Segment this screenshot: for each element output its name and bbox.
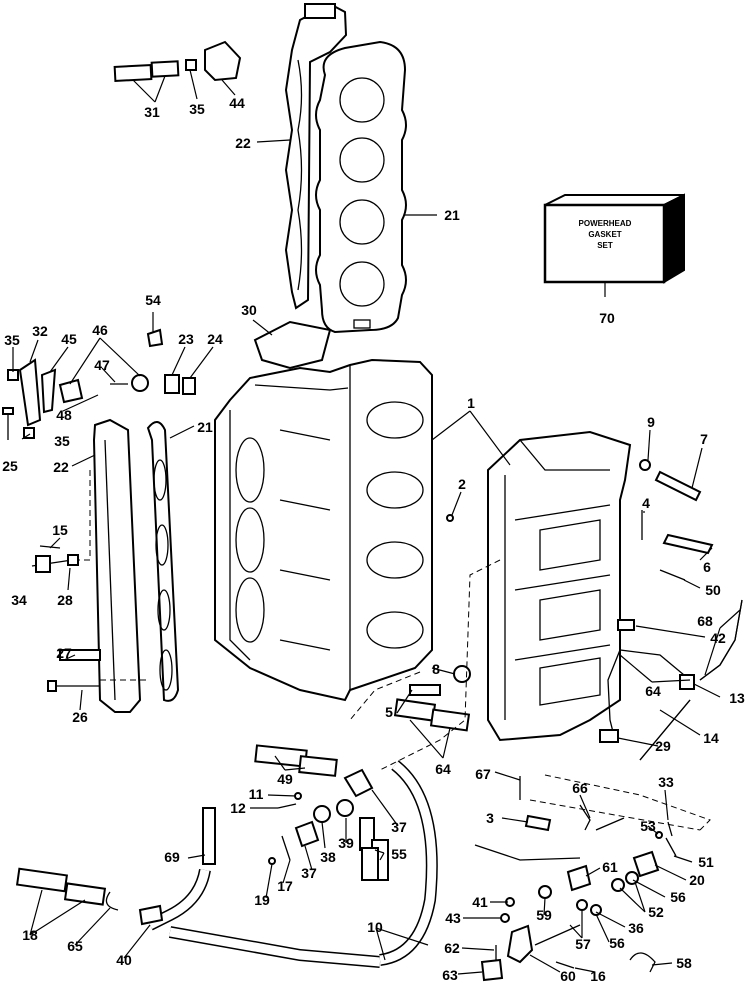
callout-3: 3 [486,810,494,826]
callout-68: 68 [697,613,713,629]
callout-67: 67 [475,766,491,782]
callout-56: 56 [670,889,686,905]
callout-22: 22 [53,459,69,475]
callout-7: 7 [700,431,708,447]
head-gasket-side [146,421,180,702]
callout-44: 44 [229,95,245,111]
callout-15: 15 [52,522,68,538]
cylinder-block [214,358,433,702]
callout-57: 57 [575,936,591,952]
callout-47: 47 [94,357,110,373]
callout-36: 36 [628,920,644,936]
callout-69: 69 [164,849,180,865]
callout-70: 70 [599,310,615,326]
callout-50: 50 [705,582,721,598]
callout-43: 43 [445,910,461,926]
small-parts [2,40,743,982]
callout-33: 33 [658,774,674,790]
powerhead-gasket-set-box: POWERHEAD GASKET SET [543,193,685,284]
callout-21: 21 [444,207,460,223]
callout-38: 38 [320,849,336,865]
callout-56: 56 [609,935,625,951]
callout-63: 63 [442,967,458,983]
callout-27: 27 [56,645,72,661]
callout-23: 23 [178,331,194,347]
callout-45: 45 [61,331,77,347]
callout-58: 58 [676,955,692,971]
callout-17: 17 [277,878,293,894]
callout-34: 34 [11,592,27,608]
callout-16: 16 [590,968,606,983]
callout-20: 20 [689,872,705,888]
cylinder-head-side [92,418,142,713]
callout-13: 13 [729,690,745,706]
callout-14: 14 [703,730,719,746]
callout-26: 26 [72,709,88,725]
callout-35: 35 [189,101,205,117]
leader-lines [12,69,741,975]
callout-65: 65 [67,938,83,954]
callout-35: 35 [4,332,20,348]
callout-52: 52 [648,904,664,920]
callout-1: 1 [467,395,475,411]
assembly-guide-lines [78,470,711,831]
callout-11: 11 [249,786,264,802]
callout-2: 2 [458,476,466,492]
callout-62: 62 [444,940,460,956]
callout-37: 37 [391,819,407,835]
callout-51: 51 [698,854,714,870]
kit-box-line1: POWERHEAD [579,219,632,228]
callout-37: 37 [301,865,317,881]
callout-22: 22 [235,135,251,151]
callout-35: 35 [54,433,70,449]
cylinder-head-upper [284,2,348,310]
callout-64: 64 [645,683,661,699]
callout-39: 39 [338,835,354,851]
callout-41: 41 [472,894,488,910]
callout-9: 9 [647,414,655,430]
head-gasket-upper [315,40,407,334]
kit-box-line2: GASKET [588,230,621,239]
callout-40: 40 [116,952,132,968]
callout-42: 42 [710,630,726,646]
callout-8: 8 [432,661,440,677]
callout-61: 61 [602,859,618,875]
callout-29: 29 [655,738,671,754]
callout-59: 59 [536,907,552,923]
crankcase-cover [487,430,632,742]
callout-24: 24 [207,331,223,347]
callout-66: 66 [572,780,588,796]
callout-31: 31 [144,104,160,120]
callout-49: 49 [277,771,293,787]
callout-18: 18 [22,927,38,943]
callout-54: 54 [145,292,161,308]
callout-labels: 31 35 44 22 21 70 54 30 35 32 45 46 23 2… [2,95,745,983]
callout-55: 55 [391,846,407,862]
callout-30: 30 [241,302,257,318]
callout-4: 4 [642,495,650,511]
callout-64: 64 [435,761,451,777]
callout-48: 48 [56,407,72,423]
callout-53: 53 [640,818,656,834]
callout-25: 25 [2,458,18,474]
callout-19: 19 [254,892,270,908]
kit-box-line3: SET [597,241,613,250]
callout-5: 5 [385,704,393,720]
callout-32: 32 [32,323,48,339]
callout-28: 28 [57,592,73,608]
callout-60: 60 [560,968,576,983]
callout-46: 46 [92,322,108,338]
callout-10: 10 [367,919,383,935]
callout-21: 21 [197,419,213,435]
callout-6: 6 [703,559,711,575]
callout-12: 12 [230,800,246,816]
